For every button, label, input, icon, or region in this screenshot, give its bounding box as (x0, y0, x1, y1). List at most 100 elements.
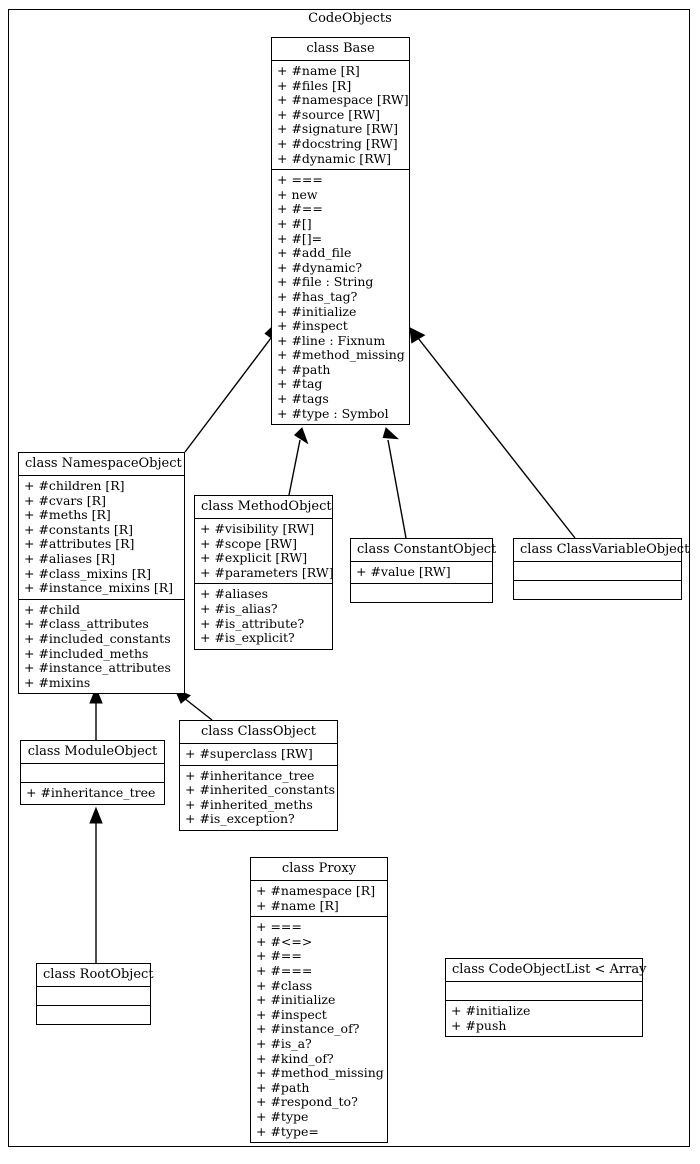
method-row: + #[]= (277, 230, 323, 246)
attribute-row: + #aliases [R] (24, 550, 116, 566)
method-row: + new (277, 186, 318, 202)
edge-classvariableobject-to-base (409, 327, 576, 539)
method-row: + #== (277, 201, 323, 217)
attribute-row: + #cvars [R] (24, 492, 106, 508)
attribute-row: + #files [R] (277, 77, 352, 93)
class-box-classobject[interactable]: class ClassObject + #superclass [RW] + #… (179, 720, 338, 831)
attribute-row: + #signature [RW] (277, 121, 398, 137)
method-row: + #respond_to? (256, 1094, 358, 1110)
class-box-codeobjectlist[interactable]: class CodeObjectList < Array + #initiali… (445, 958, 647, 1038)
class-attributes-methodobject: + #visibility [RW] + #scope [RW] + #expl… (195, 518, 334, 583)
method-row: + #add_file (277, 245, 352, 261)
attribute-row: + #explicit [RW] (200, 550, 308, 566)
attribute-row: + #meths [R] (24, 507, 111, 523)
class-box-constantobject[interactable]: class ConstantObject + #value [RW] (350, 538, 497, 603)
class-attributes-classvariableobject (514, 561, 681, 580)
attribute-row: + #constants [R] (24, 521, 134, 537)
class-methods-base: + === + new + #== + #[] + #[]= + #add_fi… (272, 169, 409, 424)
method-row: + #inspect (277, 318, 348, 334)
class-methods-codeobjectlist: + #initialize + #push (446, 1000, 642, 1036)
class-attributes-proxy: + #namespace [R] + #name [R] (251, 880, 387, 916)
class-box-proxy[interactable]: class Proxy + #namespace [R] + #name [R]… (250, 857, 388, 1144)
method-row: + #included_meths (24, 645, 149, 661)
method-row: + #initialize (277, 303, 357, 319)
method-row: + #included_constants (24, 630, 171, 646)
edge-rootobject-to-moduleobject (89, 806, 103, 963)
method-row: + #type (256, 1108, 309, 1124)
attribute-row: + #parameters [RW] (200, 564, 334, 580)
class-attributes-constantobject: + #value [RW] (351, 561, 492, 583)
method-row: + #mixins (24, 674, 91, 690)
class-name-moduleobject: class ModuleObject (27, 744, 158, 759)
method-row: + #child (24, 601, 80, 617)
method-row: + #method_missing (277, 347, 405, 363)
method-row: + #is_exception? (185, 811, 295, 827)
method-row: + === (277, 172, 323, 188)
class-methods-constantobject (351, 582, 492, 602)
class-box-moduleobject[interactable]: class ModuleObject + #inheritance_tree (20, 740, 165, 805)
class-box-rootobject[interactable]: class RootObject (36, 963, 154, 1025)
attribute-row: + #source [RW] (277, 106, 380, 122)
class-attributes-classobject: + #superclass [RW] (180, 743, 337, 765)
method-row: + #class_attributes (24, 616, 149, 632)
method-row: + #=== (256, 962, 313, 978)
class-box-classvariableobject[interactable]: class ClassVariableObject (513, 538, 689, 600)
class-attributes-namespaceobject: + #children [R] + #cvars [R] + #meths [R… (19, 475, 184, 599)
edge-moduleobject-to-namespaceobject (89, 686, 103, 740)
method-row: + #inherited_constants (185, 782, 336, 798)
attribute-row: + #attributes [R] (24, 536, 135, 552)
method-row: + #<=> (256, 933, 313, 949)
method-row: + #instance_attributes (24, 660, 171, 676)
class-methods-rootobject (37, 1005, 150, 1024)
attribute-row: + #name [R] (277, 63, 360, 78)
attribute-row: + #children [R] (24, 478, 125, 493)
class-attributes-codeobjectlist (446, 981, 642, 1000)
attribute-row: + #visibility [RW] (200, 521, 315, 536)
method-row: + #is_a? (256, 1035, 312, 1051)
attribute-row: + #scope [RW] (200, 535, 297, 551)
diagram-title: CodeObjects (308, 11, 392, 26)
class-attributes-rootobject (37, 986, 150, 1005)
method-row: + #inheritance_tree (185, 767, 315, 783)
method-row: + #dynamic? (277, 259, 363, 275)
method-row: + #aliases (200, 586, 269, 602)
attribute-row: + #dynamic [RW] (277, 150, 392, 166)
method-row: + #inheritance_tree (26, 785, 156, 800)
method-row: + #is_alias? (200, 600, 278, 616)
method-row: + #path (256, 1079, 310, 1095)
attribute-row: + #class_mixins [R] (24, 565, 151, 581)
class-name-proxy: class Proxy (281, 861, 357, 876)
class-name-codeobjectlist: class CodeObjectList < Array (452, 962, 647, 977)
class-methods-namespaceobject: + #child + #class_attributes + #included… (19, 598, 184, 694)
attribute-row: + #docstring [RW] (277, 135, 398, 151)
method-row: + #inherited_meths (185, 796, 313, 812)
edge-methodobject-to-base (288, 427, 309, 496)
method-row: + #has_tag? (277, 288, 358, 304)
method-row: + === (256, 919, 302, 935)
class-name-classobject: class ClassObject (200, 724, 317, 739)
method-row: + #tag (277, 376, 323, 392)
class-box-namespaceobject[interactable]: class NamespaceObject + #children [R] + … (18, 452, 185, 695)
attribute-row: + #name [R] (256, 897, 339, 913)
class-methods-moduleobject: + #inheritance_tree (21, 782, 164, 804)
method-row: + #tags (277, 391, 329, 407)
class-attributes-base: + #name [R] + #files [R] + #namespace [R… (272, 60, 409, 169)
class-name-methodobject: class MethodObject (201, 499, 332, 514)
method-row: + #initialize (256, 992, 336, 1008)
edge-constantobject-to-base (382, 427, 407, 539)
method-row: + #kind_of? (256, 1050, 334, 1066)
attribute-row: + #namespace [RW] (277, 92, 409, 108)
method-row: + #is_explicit? (200, 630, 295, 646)
class-box-methodobject[interactable]: class MethodObject + #visibility [RW] + … (194, 495, 334, 650)
attribute-row: + #instance_mixins [R] (24, 580, 174, 596)
method-row: + #type : Symbol (277, 405, 389, 421)
method-row: + #path (277, 361, 331, 377)
class-name-constantobject: class ConstantObject (357, 542, 497, 557)
class-methods-proxy: + === + #<=> + #== + #=== + #class + #in… (251, 916, 387, 1142)
class-methods-methodobject: + #aliases + #is_alias? + #is_attribute?… (195, 583, 332, 648)
attribute-row: + #namespace [R] (256, 883, 376, 898)
attribute-row: + #superclass [RW] (185, 746, 313, 761)
class-box-base[interactable]: class Base + #name [R] + #files [R] + #n… (271, 37, 410, 426)
class-name-rootobject: class RootObject (43, 967, 154, 982)
